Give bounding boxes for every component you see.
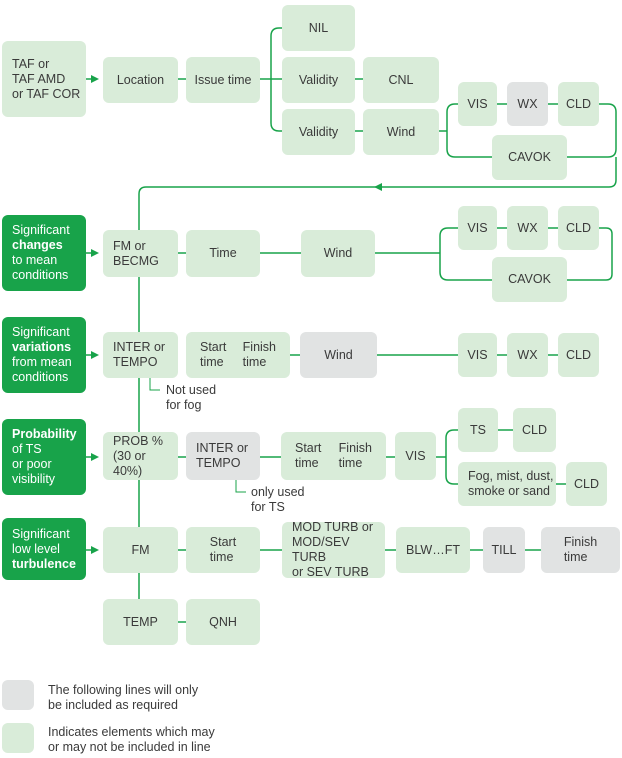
finish-time-label: Finish time <box>242 340 276 369</box>
till-box: TILL <box>483 527 525 573</box>
vis-box: VIS <box>458 206 497 250</box>
cld-box: CLD <box>513 408 556 452</box>
cld-box: CLD <box>566 462 607 506</box>
header-pre: Significant low level <box>12 526 70 556</box>
mod-turb-box: MOD TURB or MOD/SEV TURB or SEV TURB <box>282 520 385 579</box>
arrow-icon <box>91 249 99 257</box>
wx-box: WX <box>507 206 548 250</box>
inter-tempo-box: INTER or TEMPO <box>103 332 178 378</box>
header-post: of TS or poor visibility <box>12 442 56 486</box>
taf-header: TAF or TAF AMD or TAF COR <box>2 41 86 117</box>
vis-box: VIS <box>458 82 497 126</box>
blw-ft-box: BLW…FT <box>396 527 470 573</box>
arrow-icon <box>374 183 382 191</box>
legend-grey-swatch <box>2 680 34 710</box>
legend-green-text: Indicates elements which may or may not … <box>48 725 215 754</box>
location-box: Location <box>103 57 178 103</box>
cld-box: CLD <box>558 82 599 126</box>
vis-box: VIS <box>395 432 436 480</box>
arrow-icon <box>91 75 99 83</box>
header-bold: turbulence <box>12 556 76 571</box>
arrow-icon <box>91 453 99 461</box>
qnh-box: QNH <box>186 599 260 645</box>
start-finish-time-box: Start time Finish time <box>281 432 386 480</box>
finish-time-label: Finish time <box>338 441 372 470</box>
header-pre: Significant <box>12 223 70 237</box>
arrow-icon <box>91 351 99 359</box>
start-time-label: Start time <box>200 340 227 369</box>
arrow-icon <box>91 546 99 554</box>
wind-box: Wind <box>300 332 377 378</box>
legend-grey-text: The following lines will only be include… <box>48 683 199 712</box>
header-bold: changes <box>12 238 63 252</box>
vis-box: VIS <box>458 333 497 377</box>
fog-mist-dust-box: Fog, mist, dust, smoke or sand <box>458 462 556 506</box>
cnl-box: CNL <box>363 57 439 103</box>
header-pre: Significant <box>12 325 70 339</box>
start-time-label: Start time <box>295 441 322 470</box>
validity-box: Validity <box>282 109 355 155</box>
fm-becmg-box: FM or BECMG <box>103 230 178 277</box>
validity-box: Validity <box>282 57 355 103</box>
start-time-box: Start time <box>186 527 260 573</box>
wind-box: Wind <box>301 230 375 277</box>
only-used-for-ts-note: only used for TS <box>251 485 305 514</box>
not-used-for-fog-note: Not used for fog <box>166 383 217 412</box>
header-post: to mean conditions <box>12 253 69 282</box>
wx-box: WX <box>507 333 548 377</box>
start-finish-time-box: Start time Finish time <box>186 332 290 378</box>
cld-box: CLD <box>558 206 599 250</box>
issue-time-box: Issue time <box>186 57 260 103</box>
header-bold: variations <box>12 340 72 354</box>
prob-box: PROB % (30 or 40%) <box>103 432 178 480</box>
cavok-box: CAVOK <box>492 135 567 180</box>
finish-time-box: Finish time <box>541 527 620 573</box>
inter-tempo-box: INTER or TEMPO <box>186 432 260 480</box>
time-box: Time <box>186 230 260 277</box>
ts-box: TS <box>458 408 498 452</box>
temp-box: TEMP <box>103 599 178 645</box>
header-bold: Probability <box>12 427 77 441</box>
wind-box: Wind <box>363 109 439 155</box>
cavok-box: CAVOK <box>492 257 567 302</box>
cld-box: CLD <box>558 333 599 377</box>
nil-box: NIL <box>282 5 355 51</box>
header-post: from mean conditions <box>12 355 72 384</box>
fm-box: FM <box>103 527 178 573</box>
wx-box: WX <box>507 82 548 126</box>
legend-green-swatch <box>2 723 34 753</box>
